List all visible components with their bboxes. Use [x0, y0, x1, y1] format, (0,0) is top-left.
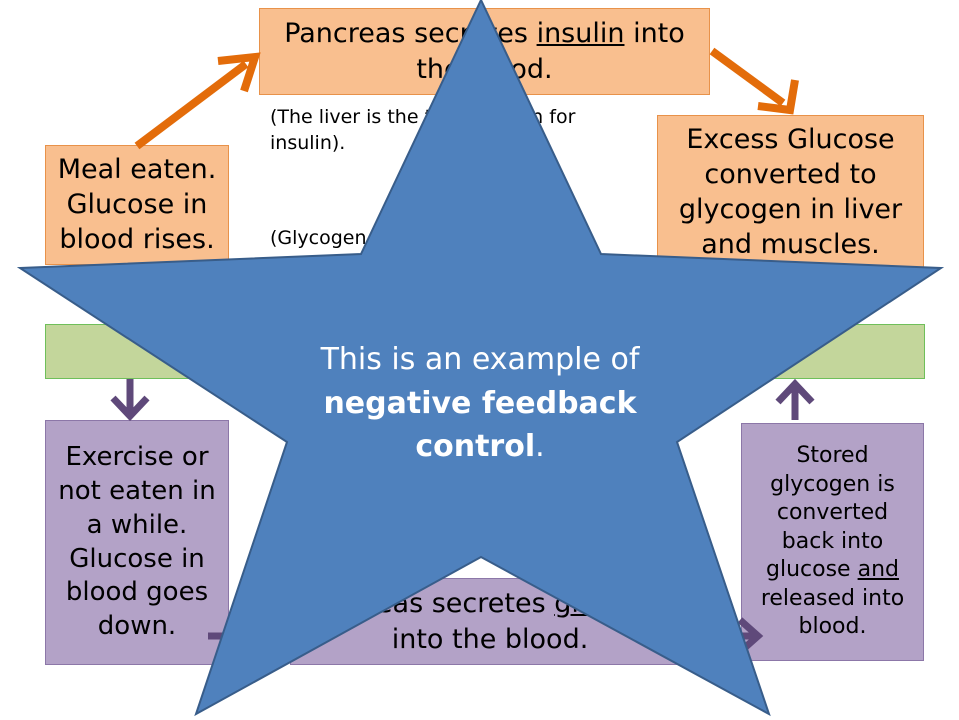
purple-arrow-stored-to-bar [775, 378, 815, 420]
exercise-text: Exercise or not eaten in a while. Glucos… [58, 442, 216, 642]
meal-eaten-text: Meal eaten. Glucose in blood rises. [57, 154, 217, 256]
star-message: This is an example of negative feedback … [280, 338, 680, 469]
insulin-word: insulin [536, 18, 625, 50]
star-message-line2: negative feedback control. [280, 382, 680, 469]
star-message-line1: This is an example of [320, 342, 640, 377]
orange-arrow-pancreas-to-glycogen [709, 47, 799, 115]
glycogen-note: (Glycogen [270, 227, 367, 249]
excess-glucose-text: Excess Glucose converted to glycogen in … [678, 124, 903, 261]
stored-glycogen-box: Stored glycogen is converted back into g… [741, 423, 924, 661]
meal-eaten-box: Meal eaten. Glucose in blood rises. [45, 145, 229, 265]
pancreas-glucagon-text-post: into the blood. [391, 623, 589, 655]
stored-glycogen-text-pre: Stored glycogen is converted back into g… [766, 442, 895, 583]
stored-glycogen-text-post: released into blood. [760, 585, 905, 640]
negative-feedback-control-bold: negative feedback control [323, 385, 637, 465]
orange-arrow-meal-to-pancreas [134, 52, 261, 150]
and-word: and [857, 557, 899, 583]
purple-arrow-bar-to-exercise [110, 379, 150, 422]
star-shape [16, 0, 945, 717]
star-message-period: . [535, 429, 545, 464]
excess-glucose-box: Excess Glucose converted to glycogen in … [657, 115, 924, 280]
exercise-box: Exercise or not eaten in a while. Glucos… [45, 420, 229, 665]
